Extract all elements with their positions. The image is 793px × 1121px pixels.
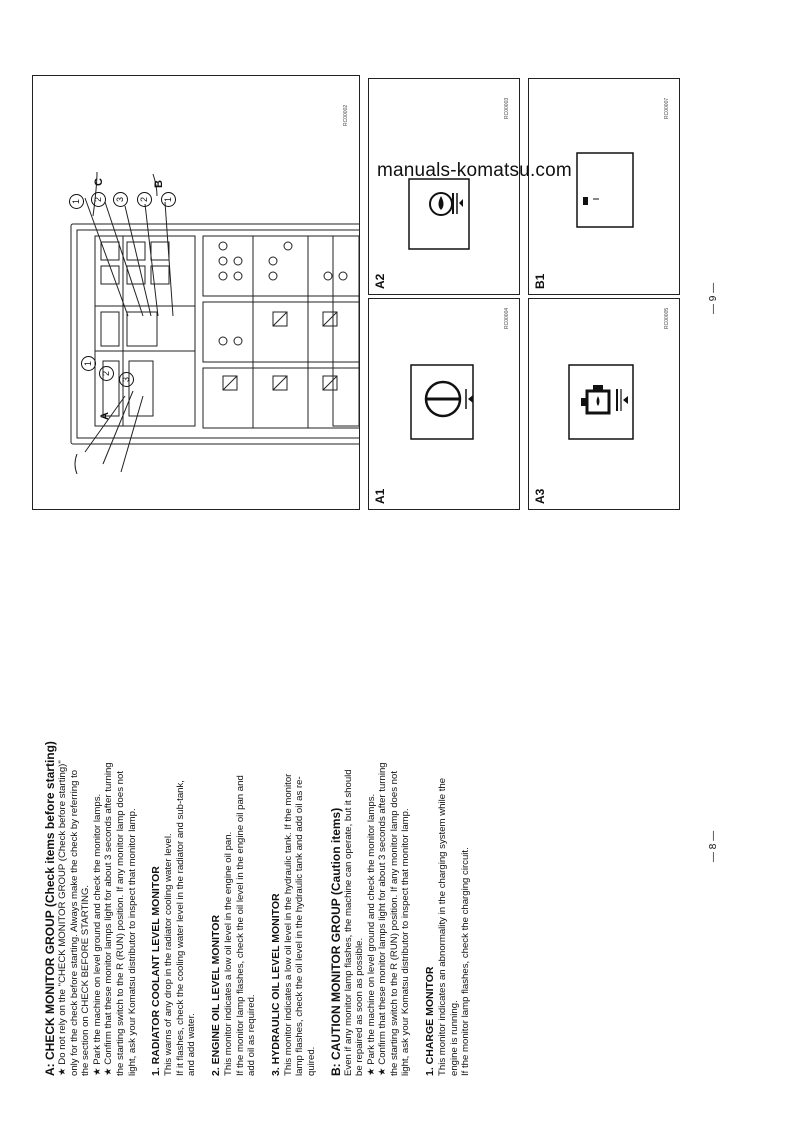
item3-line-2: lamp flashes, check the oil level in the… [294,776,306,1076]
monitor-panel-figure: RC00002 [32,75,360,510]
item2-line-1: This monitor indicates a low oil level i… [222,831,234,1076]
section-b-line-6: light, ask your Komatsu distributor to i… [400,808,412,1076]
marker-c-3: 3 [113,192,128,207]
item2-line-2: If the monitor lamp flashes, check the o… [234,775,246,1076]
callout-a: A [99,412,111,420]
section-a-line-5: ★ Confirm that these monitor lamps light… [103,762,115,1076]
page-number-left: — 8 — [708,830,719,862]
section-b-line-1: Even if any monitor lamp flashes, the ma… [342,769,354,1076]
section-b: B: CAUTION MONITOR GROUP (Caution items)… [328,644,413,1076]
section-b-line-2: be repaired as soon as possible. [354,937,366,1076]
section-b-line-4: ★ Confirm that these monitor lamps light… [377,762,389,1076]
item2-line-3: add oil as required. [246,994,258,1076]
section-a-line-6: the starting switch to the R (RUN) posit… [114,771,126,1076]
marker-c-2: 2 [91,192,106,207]
item-radiator-coolant: 1. RADIATOR COOLANT LEVEL MONITOR This w… [150,644,198,1076]
item-hydraulic-oil: 3. HYDRAULIC OIL LEVEL MONITOR This moni… [270,644,318,1076]
item1-line-3: and add water. [186,1013,198,1076]
section-b-line-5: the starting switch to the R (RUN) posit… [388,771,400,1076]
section-a-heading: A: CHECK MONITOR GROUP (Check items befo… [43,741,57,1076]
charge-monitor-icon [576,152,634,228]
section-a-line-3: the section on CHECK BEFORE STARTING. [80,884,92,1076]
figure-b1: RC00007 B1 [528,78,680,295]
marker-a-2: 2 [99,366,114,381]
item-b1-line-3: If the monitor lamp flashes, check the c… [460,847,472,1076]
item-charge-monitor: 1. CHARGE MONITOR This monitor indicates… [424,644,472,1076]
marker-a-3: 3 [119,372,134,387]
marker-b-2: 2 [137,192,152,207]
section-a-line-1: ★ Do not rely on the "CHECK MONITOR GROU… [57,760,68,1076]
callout-c: C [93,178,105,186]
item1-heading: 1. RADIATOR COOLANT LEVEL MONITOR [150,866,163,1076]
callout-b: B [153,180,165,188]
marker-a-1: 1 [81,356,96,371]
item3-line-1: This monitor indicates a low oil level i… [282,773,294,1076]
marker-b-1: 1 [161,192,176,207]
item-b1-line-1: This monitor indicates an abnormality in… [437,777,449,1076]
item3-line-3: quired. [305,1046,317,1076]
section-b-heading: B: CAUTION MONITOR GROUP (Caution items) [328,807,343,1076]
instruction-text-column: A: CHECK MONITOR GROUP (Check items befo… [43,644,694,1076]
section-a: A: CHECK MONITOR GROUP (Check items befo… [43,644,138,1076]
hydraulic-oil-monitor-icon [568,364,634,440]
watermark-text: manuals-komatsu.com [377,160,572,181]
section-a-line-2: only for the check before starting. Alwa… [68,769,80,1076]
item3-heading: 3. HYDRAULIC OIL LEVEL MONITOR [269,893,282,1076]
item-b1-line-2: engine is running. [448,1000,460,1076]
section-a-line-4: ★ Park the machine on level ground and c… [91,793,103,1076]
section-b-line-3: ★ Park the machine on level ground and c… [365,793,377,1076]
figure-a3: RC00005 A3 [528,298,680,510]
monitor-panel-drawing [70,171,359,475]
item2-heading: 2. ENGINE OIL LEVEL MONITOR [209,914,222,1076]
section-a-line-7: light, ask your Komatsu distributor to i… [126,808,138,1076]
figure-a1: RC00004 A1 [368,298,520,510]
item-b1-heading: 1. CHARGE MONITOR [424,966,437,1076]
coolant-monitor-icon [408,178,470,250]
marker-c-1: 1 [69,194,84,209]
page-number-right: — 9 — [708,282,719,314]
item-engine-oil: 2. ENGINE OIL LEVEL MONITOR This monitor… [210,644,258,1076]
item1-line-2: If it flashes, check the cooling water l… [174,780,186,1076]
figure-a2: RC00003 A2 [368,78,520,295]
item1-line-1: This warns of any drop in the radiator c… [163,833,175,1076]
engine-oil-monitor-icon [410,364,474,440]
